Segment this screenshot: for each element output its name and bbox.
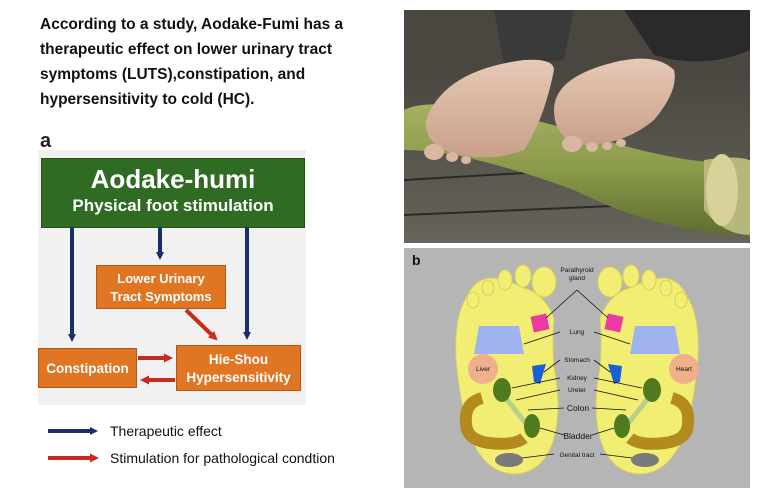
left-bladder-zone: [524, 414, 540, 438]
label-parathyroid-2: gland: [569, 275, 585, 282]
hie-line-1: Hie-Shou: [208, 352, 269, 367]
aodake-humi-box: Aodake-humi Physical foot stimulation: [41, 158, 305, 228]
luts-line-1: Lower Urinary: [117, 271, 205, 286]
right-parathyroid-zone: [604, 313, 624, 333]
label-bladder: Bladder: [563, 431, 592, 441]
arrow-luts-to-hie: [184, 308, 218, 341]
label-heart: Heart: [676, 366, 692, 373]
leader-lines: [511, 289, 643, 459]
panel-a-letter: a: [40, 130, 52, 152]
luts-box: Lower Urinary Tract Symptoms: [96, 265, 226, 309]
label-stomach: Stomach: [564, 357, 590, 364]
left-ureter-zone: [502, 394, 530, 428]
right-colon-zone: [626, 392, 695, 450]
panel-b-letter: b: [412, 252, 421, 268]
label-liver: Liver: [476, 366, 491, 373]
aodake-humi-title: Aodake-humi: [90, 164, 256, 194]
luts-line-2: Tract Symptoms: [110, 289, 212, 304]
label-kidney: Kidney: [567, 375, 588, 382]
label-parathyroid-1: Parathyroid: [560, 267, 594, 274]
left-parathyroid-zone: [530, 313, 550, 333]
left-lung-zone: [474, 326, 524, 354]
right-stomach-zone: [608, 364, 622, 384]
right-genital-zone: [631, 453, 659, 467]
legend-therapeutic-label: Therapeutic effect: [110, 423, 222, 439]
foot-reflexology-chart: Parathyroid gland Lung Stomach Liver Hea…: [404, 248, 750, 488]
feet-on-bamboo-photo: [404, 10, 750, 243]
left-stomach-zone: [532, 364, 546, 384]
right-bladder-zone: [614, 414, 630, 438]
heart-zone: [669, 354, 699, 384]
label-lung: Lung: [570, 329, 585, 336]
right-ureter-zone: [624, 394, 652, 428]
intro-text: According to a study, Aodake-Fumi has a …: [40, 16, 344, 108]
constipation-box: Constipation: [38, 348, 137, 388]
label-ureter: Ureter: [568, 387, 587, 394]
label-genital: Genital tract: [559, 452, 594, 459]
legend-stimulation-label: Stimulation for pathological condtion: [110, 450, 335, 466]
left-genital-zone: [495, 453, 523, 467]
left-colon-zone: [459, 392, 528, 450]
left-kidney-zone: [493, 378, 511, 402]
right-kidney-zone: [643, 378, 661, 402]
hie-shou-box: Hie-Shou Hypersensitivity: [176, 345, 301, 391]
hie-line-2: Hypersensitivity: [186, 370, 291, 385]
aodake-humi-subtitle: Physical foot stimulation: [72, 196, 274, 215]
label-colon: Colon: [567, 403, 589, 413]
right-lung-zone: [630, 326, 680, 354]
liver-zone: [468, 354, 498, 384]
